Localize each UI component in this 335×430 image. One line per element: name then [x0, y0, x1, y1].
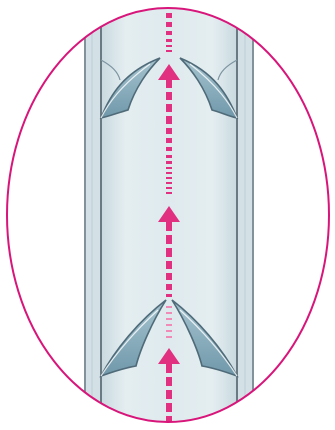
left-vessel-wall: [84, 0, 102, 430]
